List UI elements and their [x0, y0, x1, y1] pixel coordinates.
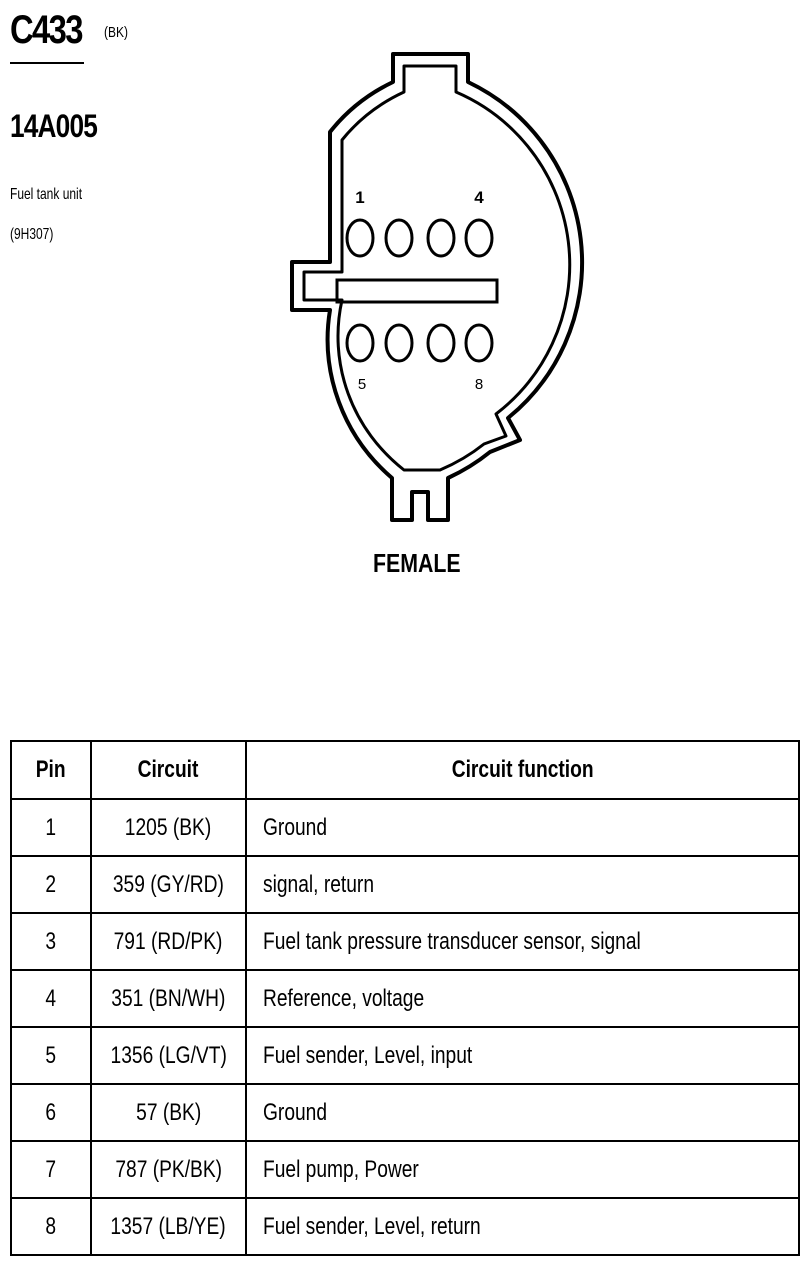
cell-circuit: 1357 (LB/YE) [90, 1197, 247, 1256]
connector-id: C433 [10, 8, 83, 52]
table-row: 7 787 (PK/BK) Fuel pump, Power [10, 1140, 800, 1199]
cell-circuit: 351 (BN/WH) [90, 969, 247, 1028]
cell-pin: 6 [10, 1083, 92, 1142]
part-number: 14A005 [10, 108, 98, 144]
cell-pin: 7 [10, 1140, 92, 1199]
cell-function: Reference, voltage [245, 969, 800, 1028]
cell-function: Ground [245, 1083, 800, 1142]
cell-function: signal, return [245, 855, 800, 914]
header-pin: Pin [10, 740, 92, 800]
table-header-row: Pin Circuit Circuit function [10, 740, 800, 800]
cell-pin: 5 [10, 1026, 92, 1085]
cell-circuit: 57 (BK) [90, 1083, 247, 1142]
pin-cavity-6 [384, 323, 414, 363]
connector-reference: (9H307) [10, 226, 54, 243]
pin-cavity-1 [345, 218, 375, 258]
pin-cavity-8 [464, 323, 494, 363]
table-row: 8 1357 (LB/YE) Fuel sender, Level, retur… [10, 1197, 800, 1256]
pin-cavity-3 [426, 218, 456, 258]
table-row: 2 359 (GY/RD) signal, return [10, 855, 800, 914]
table-row: 3 791 (RD/PK) Fuel tank pressure transdu… [10, 912, 800, 971]
pin-label-5: 5 [358, 376, 366, 393]
pin-cavity-4 [464, 218, 494, 258]
pin-cavity-5 [345, 323, 375, 363]
cell-pin: 3 [10, 912, 92, 971]
connector-id-underline [10, 62, 84, 64]
header-circuit-function: Circuit function [245, 740, 800, 800]
connector-inner-shell [302, 64, 572, 472]
cell-pin: 2 [10, 855, 92, 914]
table-row: 1 1205 (BK) Ground [10, 798, 800, 857]
table-row: 4 351 (BN/WH) Reference, voltage [10, 969, 800, 1028]
gender-label: FEMALE [373, 548, 461, 578]
cell-function: Ground [245, 798, 800, 857]
cell-pin: 4 [10, 969, 92, 1028]
cell-circuit: 791 (RD/PK) [90, 912, 247, 971]
table-row: 5 1356 (LG/VT) Fuel sender, Level, input [10, 1026, 800, 1085]
pin-cavity-2 [384, 218, 414, 258]
connector-color: (BK) [104, 24, 128, 41]
pin-label-1: 1 [355, 188, 364, 207]
cell-circuit: 1205 (BK) [90, 798, 247, 857]
connector-face-diagram: 1 4 5 8 [290, 52, 585, 522]
cell-circuit: 787 (PK/BK) [90, 1140, 247, 1199]
pinout-table: Pin Circuit Circuit function 1 1205 (BK)… [10, 740, 800, 1256]
pin-label-4: 4 [474, 188, 484, 207]
connector-outer-shell [290, 52, 585, 522]
connector-description: Fuel tank unit [10, 186, 83, 203]
header-circuit: Circuit [90, 740, 247, 800]
cell-circuit: 1356 (LG/VT) [90, 1026, 247, 1085]
cell-pin: 1 [10, 798, 92, 857]
center-key-bar [335, 278, 499, 304]
cell-function: Fuel sender, Level, return [245, 1197, 800, 1256]
cell-function: Fuel sender, Level, input [245, 1026, 800, 1085]
cell-function: Fuel pump, Power [245, 1140, 800, 1199]
cell-circuit: 359 (GY/RD) [90, 855, 247, 914]
pin-label-8: 8 [475, 376, 483, 393]
cell-pin: 8 [10, 1197, 92, 1256]
table-row: 6 57 (BK) Ground [10, 1083, 800, 1142]
pin-cavity-7 [426, 323, 456, 363]
cell-function: Fuel tank pressure transducer sensor, si… [245, 912, 800, 971]
